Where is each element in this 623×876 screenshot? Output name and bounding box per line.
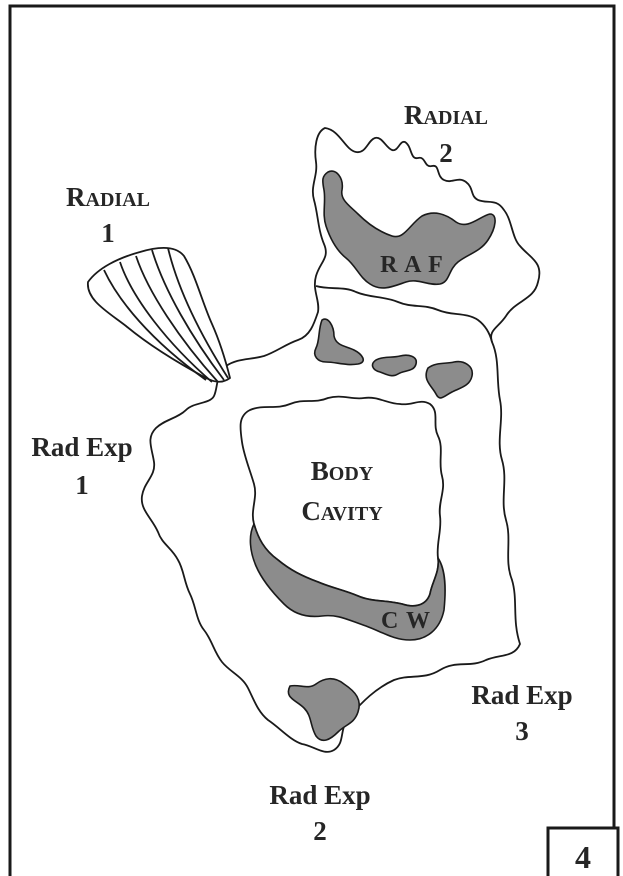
label-body-cavity-b: B: [311, 456, 329, 486]
label-radial-2-first: R: [404, 100, 424, 130]
label-radial-1-number: 1: [101, 218, 115, 248]
label-rad-exp-3-number: 3: [515, 716, 529, 746]
label-rad-exp-1-number: 1: [75, 470, 89, 500]
label-rad-exp-3: Rad Exp 3: [471, 680, 572, 746]
label-radial-1: RADIAL 1: [66, 182, 150, 248]
label-cw: C W: [381, 608, 431, 634]
label-radial-1-rest: ADIAL: [86, 189, 150, 211]
label-radial-2-number: 2: [439, 138, 453, 168]
label-rad-exp-2: Rad Exp 2: [269, 780, 370, 846]
label-raf: R A F: [380, 252, 444, 278]
label-body-cavity-c: C: [301, 496, 321, 526]
label-rad-exp-2-text: Rad Exp: [269, 780, 370, 810]
label-rad-exp-3-text: Rad Exp: [471, 680, 572, 710]
label-rad-exp-2-number: 2: [313, 816, 327, 846]
svg-text:RADIAL: RADIAL: [66, 182, 150, 212]
label-body-cavity-ody: ODY: [329, 463, 374, 485]
svg-text:RADIAL: RADIAL: [404, 100, 488, 130]
label-radial-1-first: R: [66, 182, 86, 212]
label-rad-exp-1: Rad Exp 1: [31, 432, 132, 500]
panel-number: 4: [575, 839, 591, 875]
panel-number-box: 4: [548, 828, 618, 876]
label-body-cavity-avity: AVITY: [321, 503, 383, 525]
label-rad-exp-1-text: Rad Exp: [31, 432, 132, 462]
radial-1-appendage: [88, 248, 230, 382]
label-radial-2-rest: ADIAL: [424, 107, 488, 129]
